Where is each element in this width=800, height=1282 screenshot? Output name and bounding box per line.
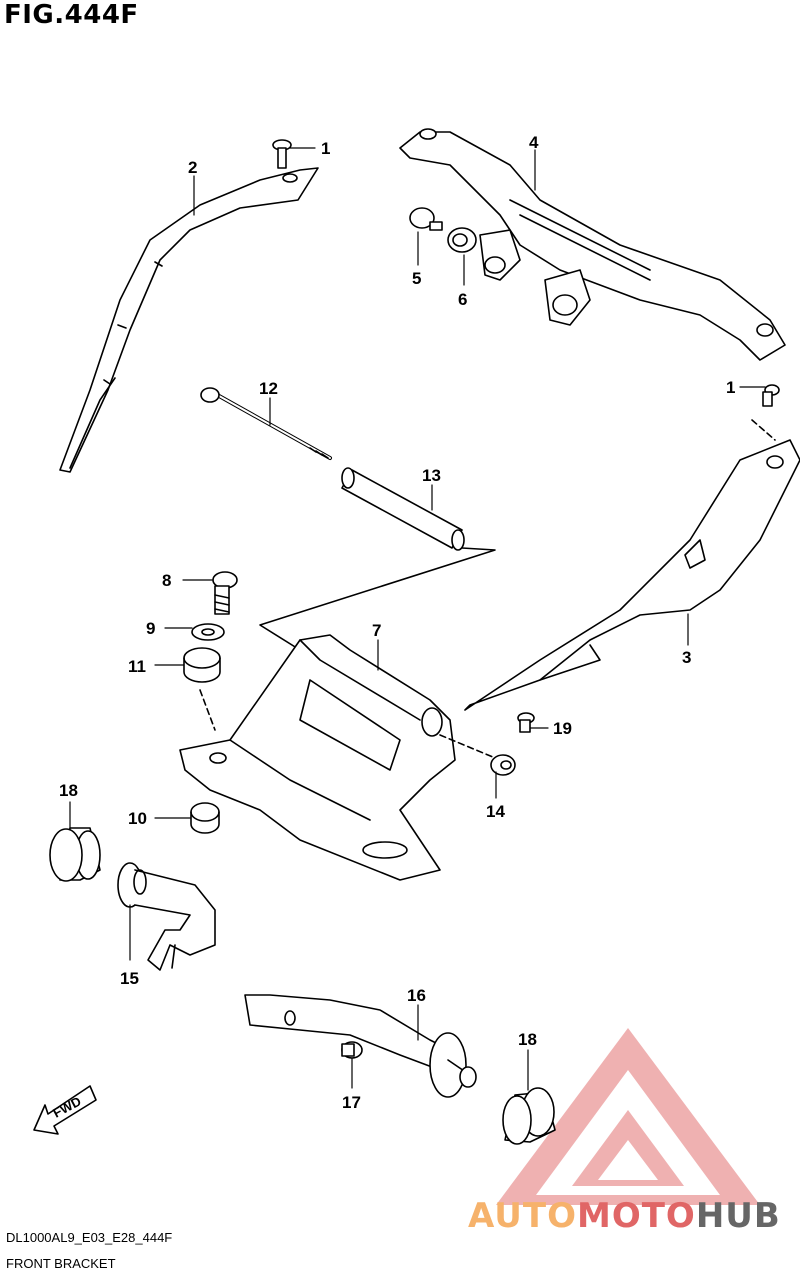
callout-12: 12 bbox=[259, 379, 278, 398]
diagram-code: DL1000AL9_E03_E28_444F bbox=[6, 1230, 173, 1245]
callout-14: 14 bbox=[486, 802, 505, 821]
part-7-main-bracket bbox=[179, 634, 456, 881]
watermark-logo bbox=[496, 1028, 760, 1205]
callout-15: 15 bbox=[120, 969, 139, 988]
callout-13: 13 bbox=[422, 466, 441, 485]
part-11-grommet bbox=[183, 647, 221, 731]
callout-10: 10 bbox=[128, 809, 147, 828]
part-8-bolt bbox=[212, 571, 238, 615]
callout-4: 4 bbox=[529, 133, 539, 152]
brand-auto: AUTO bbox=[468, 1196, 577, 1236]
callout-18-left: 18 bbox=[59, 781, 78, 800]
callout-17: 17 bbox=[342, 1093, 361, 1112]
part-4-upper-bracket bbox=[399, 128, 786, 361]
callout-19: 19 bbox=[553, 719, 572, 738]
fwd-arrow-icon bbox=[33, 1085, 97, 1135]
part-17-bolt bbox=[341, 1041, 363, 1059]
part-3-right-trim bbox=[464, 439, 800, 711]
callout-9: 9 bbox=[146, 619, 155, 638]
leader-lines bbox=[69, 147, 766, 1091]
callout-18-right: 18 bbox=[518, 1030, 537, 1049]
part-18-rubber-right bbox=[502, 1087, 556, 1145]
watermark-brand: AUTOMOTOHUB bbox=[468, 1196, 781, 1236]
part-15-pipe-bracket bbox=[117, 862, 216, 971]
callout-8: 8 bbox=[162, 571, 171, 590]
part-9-washer bbox=[191, 623, 225, 641]
callout-6: 6 bbox=[458, 290, 467, 309]
part-13-spacer-tube bbox=[259, 467, 496, 651]
callout-labels: 1 2 4 5 6 1 12 13 8 9 11 7 3 19 14 18 10… bbox=[59, 133, 735, 1112]
part-12-long-bolt bbox=[200, 387, 332, 460]
callout-1-top: 1 bbox=[321, 139, 330, 158]
brand-moto: MOTO bbox=[576, 1196, 696, 1236]
part-19-screw bbox=[517, 712, 535, 733]
part-2-left-trim bbox=[59, 167, 319, 473]
part-18-rubber-left bbox=[49, 827, 101, 882]
part-10-grommet bbox=[190, 802, 220, 834]
part-14-nut bbox=[439, 734, 516, 776]
callout-3: 3 bbox=[682, 648, 691, 667]
part-5-bolt bbox=[409, 207, 443, 231]
callout-11: 11 bbox=[128, 657, 146, 676]
part-6-collar bbox=[447, 227, 477, 253]
diagram-name: FRONT BRACKET bbox=[6, 1256, 116, 1271]
callout-16: 16 bbox=[407, 986, 426, 1005]
brand-hub: HUB bbox=[695, 1196, 781, 1236]
figure-title: FIG.444F bbox=[4, 0, 139, 30]
part-16-lower-bracket bbox=[244, 994, 477, 1098]
callout-7: 7 bbox=[372, 621, 381, 640]
callout-2: 2 bbox=[188, 158, 197, 177]
part-1-screw-top bbox=[272, 139, 292, 169]
callout-1-right: 1 bbox=[726, 378, 735, 397]
part-1-screw-right bbox=[751, 384, 780, 441]
callout-5: 5 bbox=[412, 269, 421, 288]
